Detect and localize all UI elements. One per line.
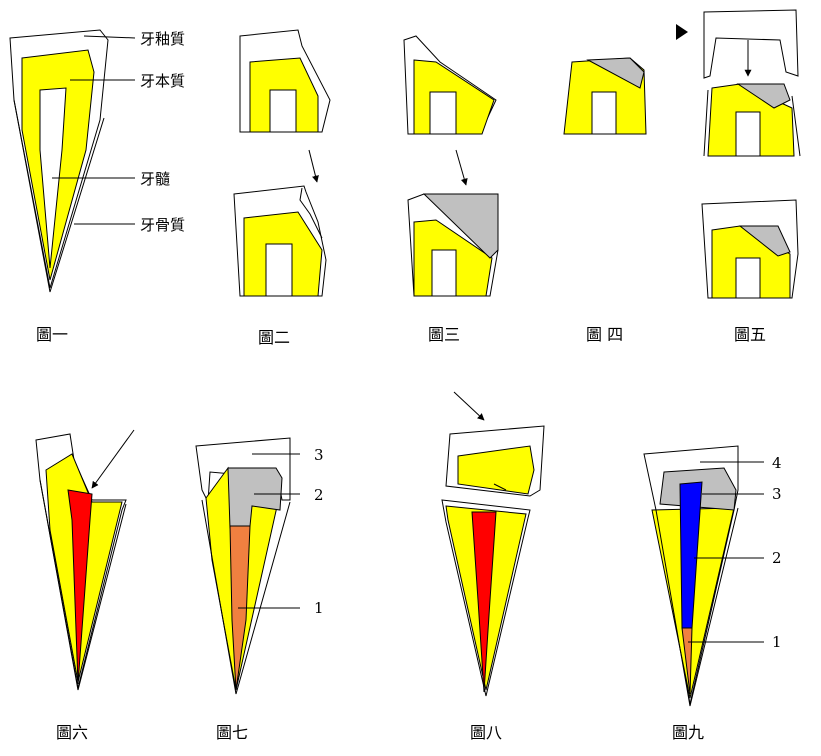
fig4-filling (586, 57, 645, 89)
figure-7-tooth: 1 2 3 (195, 437, 324, 695)
caption-fig8: 圖八 (470, 723, 502, 742)
fig6-arrow (91, 429, 135, 489)
caption-fig1: 圖一 (36, 325, 68, 344)
caption-fig3: 圖三 (428, 325, 460, 344)
fig5-filling-bottom (738, 225, 791, 257)
figure-5-prepared (703, 83, 801, 157)
fig9-number-1: 1 (772, 633, 782, 651)
fig9-number-2: 2 (772, 549, 782, 567)
fig2-arrow (308, 149, 319, 183)
figure-9-tooth: 1 2 3 4 (643, 445, 782, 707)
fig9-number-4: 4 (772, 454, 782, 472)
figure-1-tooth: 牙釉質 牙本質 牙髓 牙骨質 (9, 29, 185, 293)
figure-8-crown (445, 425, 545, 497)
figure-2-top (239, 29, 331, 133)
figure-3-top (403, 35, 497, 135)
figure-8-root (441, 499, 531, 697)
figure-4-tooth (563, 57, 647, 135)
fig8-arrow (453, 391, 485, 421)
fig8-pulp (471, 511, 497, 693)
figure-5-crown (703, 9, 799, 79)
leader-enamel (83, 35, 136, 39)
caption-fig7: 圖七 (216, 723, 248, 742)
fig5-pointer-icon (676, 24, 688, 40)
label-dentin: 牙本質 (140, 72, 185, 90)
figure-3-bottom (407, 193, 499, 297)
caption-fig4: 圖 四 (586, 325, 623, 344)
caption-fig5: 圖五 (734, 325, 766, 344)
fig7-number-3: 3 (314, 446, 324, 464)
label-enamel: 牙釉質 (140, 30, 185, 48)
fig5-filling-top (736, 83, 791, 109)
figure-2-bottom (233, 185, 327, 297)
fig9-number-3: 3 (772, 485, 782, 503)
fig7-number-2: 2 (314, 486, 324, 504)
label-cementum: 牙骨質 (140, 216, 185, 234)
fig1-cementum (13, 99, 105, 293)
label-pulp: 牙髓 (140, 170, 170, 188)
fig3-arrow (455, 149, 468, 186)
figure-5-restored (701, 199, 799, 299)
fig6-inflamed-pulp (67, 489, 93, 685)
caption-fig9: 圖九 (672, 723, 704, 742)
fig9-root-filling (681, 627, 693, 695)
fig3-filling (422, 193, 499, 259)
figure-6-tooth (35, 433, 127, 691)
caption-fig6: 圖六 (56, 723, 88, 742)
caption-fig2: 圖二 (258, 328, 290, 347)
fig7-number-1: 1 (314, 599, 324, 617)
